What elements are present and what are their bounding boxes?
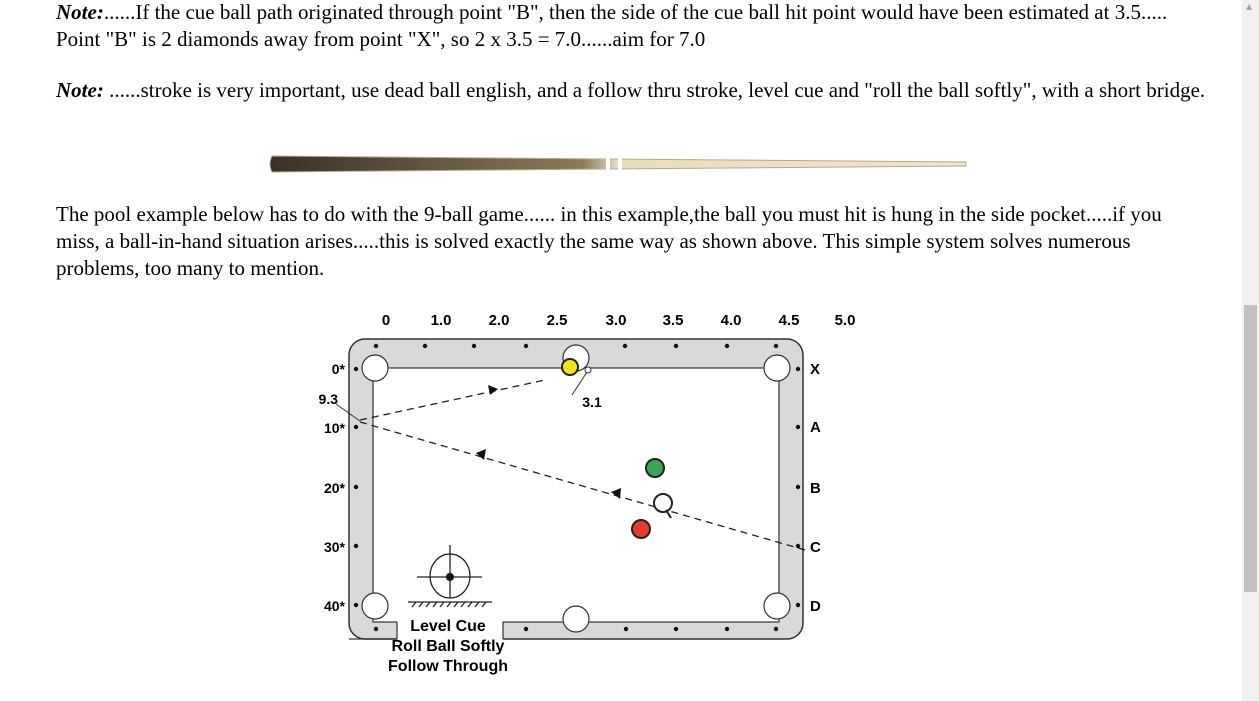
arrow-icon (488, 385, 498, 395)
right-label: A (810, 419, 821, 436)
right-label: X (810, 361, 820, 378)
top-label: 3.5 (663, 312, 684, 329)
note-label: Note: (56, 0, 104, 24)
target-point (584, 366, 592, 374)
path-from-c (359, 421, 806, 551)
vertical-scrollbar[interactable]: ▲ (1242, 0, 1259, 701)
top-label: 3.0 (606, 312, 627, 329)
table-bed (372, 367, 780, 623)
right-label: B (810, 480, 821, 497)
note-label: Note: (56, 78, 104, 102)
arrow-icon (611, 488, 621, 499)
pocket (763, 354, 791, 382)
left-label: 10* (324, 420, 346, 436)
path-to-target (359, 379, 546, 421)
top-label: 0 (382, 312, 390, 329)
left-label: 9.3 (319, 391, 339, 407)
cue-ball (653, 493, 673, 513)
note-text: ......If the cue ball path originated th… (56, 0, 1168, 51)
caption-line: Level Cue (410, 618, 486, 635)
green-ball (645, 458, 665, 478)
pool-table-diagram: 0 1.0 2.0 2.5 3.0 3.5 4.0 4.5 5.0 0* 9.3… (319, 312, 856, 675)
pool-cue-image (269, 155, 967, 173)
arrow-icon (476, 449, 486, 460)
left-label: 40* (324, 598, 346, 614)
hit-label: 3.1 (582, 394, 602, 410)
pocket (361, 592, 389, 620)
example-paragraph: The pool example below has to do with th… (56, 202, 1162, 280)
top-label: 5.0 (835, 312, 856, 329)
diamonds (353, 343, 801, 632)
left-labels: 0* 9.3 10* 20* 30* 40* (319, 361, 346, 614)
note-paragraph-1: Note:......If the cue ball path originat… (56, 0, 1206, 53)
red-ball (631, 519, 651, 539)
top-label: 1.0 (431, 312, 452, 329)
caption-line: Roll Ball Softly (392, 638, 505, 655)
top-labels: 0 1.0 2.0 2.5 3.0 3.5 4.0 4.5 5.0 (382, 312, 856, 329)
pockets (361, 344, 791, 633)
caption-line: Follow Through (388, 658, 508, 675)
left-label: 20* (324, 480, 346, 496)
scroll-up-icon[interactable]: ▲ (1246, 2, 1253, 11)
note-paragraph-2: Note: ......stroke is very important, us… (56, 77, 1206, 104)
top-label: 2.5 (547, 312, 568, 329)
top-label: 4.0 (721, 312, 742, 329)
caption: Level Cue Roll Ball Softly Follow Throug… (388, 618, 508, 675)
rail-cutout (397, 618, 503, 642)
note-text: ......stroke is very important, use dead… (103, 78, 1206, 102)
pocket (361, 354, 389, 382)
crosshair-icon (408, 545, 492, 608)
left-label: 0* (332, 361, 346, 377)
left-label: 30* (324, 539, 346, 555)
pocket (562, 605, 590, 633)
scrollbar-thumb[interactable] (1244, 305, 1257, 592)
right-label: C (810, 539, 821, 556)
pocket (763, 592, 791, 620)
yellow-ball (561, 358, 579, 376)
right-labels: X A B C D (810, 361, 821, 615)
top-label: 2.0 (489, 312, 510, 329)
top-label: 4.5 (779, 312, 800, 329)
right-label: D (810, 598, 821, 615)
